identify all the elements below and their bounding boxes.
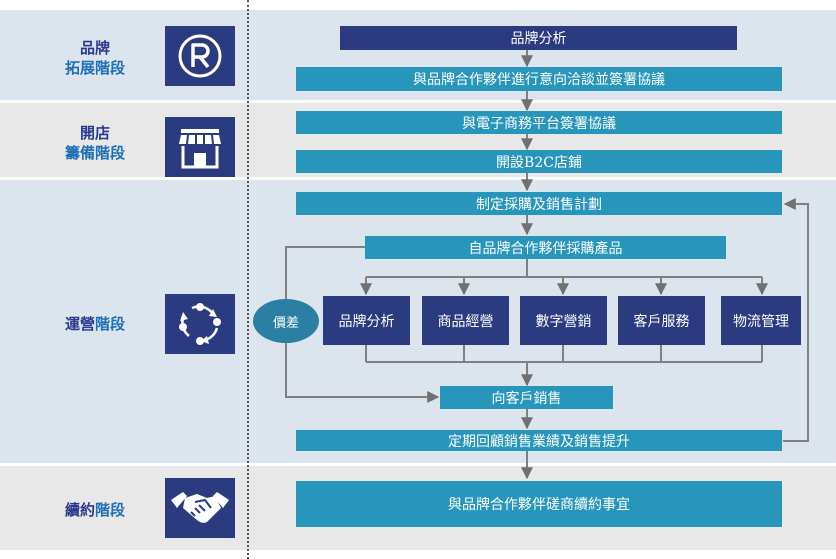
stage-label-line1: 運營 [64, 315, 95, 333]
stage-label-line2: 階段 [95, 315, 126, 333]
brand-analysis-box: 品牌分析 [340, 26, 737, 50]
stage-label-line2: 籌備階段 [64, 144, 125, 162]
negotiate-agreement-box: 與品牌合作夥伴進行意向洽談並簽署協議 [296, 67, 782, 91]
stage-label-line1: 開店 [79, 124, 110, 142]
variance-ellipse: 價差 [253, 299, 319, 343]
plan-box: 制定採購及銷售計劃 [296, 192, 782, 215]
stage-label-line2: 階段 [95, 501, 126, 519]
sell-to-customers-box: 向客戶銷售 [440, 386, 613, 409]
service-merchandising-box: 商品經營 [422, 296, 509, 345]
cycle-arrows-icon [165, 294, 235, 354]
ecommerce-agreement-box: 與電子商務平台簽署協議 [296, 111, 782, 134]
stage-store-prep: 開店 籌備階段 [0, 123, 190, 163]
stage-operation: 運營階段 [0, 314, 190, 334]
stage-label-line1: 續約 [64, 501, 95, 519]
storefront-icon [165, 117, 235, 177]
renewal-box: 與品牌合作夥伴磋商續約事宜 [296, 481, 782, 527]
stage-label-line1: 品牌 [79, 39, 110, 57]
open-store-box: 開設B2C店鋪 [296, 150, 782, 173]
service-logistics-box: 物流管理 [721, 296, 801, 345]
registered-trademark-icon [165, 26, 235, 86]
stage-renewal: 續約階段 [0, 500, 190, 520]
service-customer-service-box: 客戶服務 [618, 296, 705, 345]
stage-label-line2: 拓展階段 [64, 59, 125, 77]
stage-divider [247, 0, 249, 559]
review-sales-box: 定期回顧銷售業績及銷售提升 [296, 430, 782, 451]
stage-brand-expansion: 品牌 拓展階段 [0, 38, 190, 78]
procure-box: 自品牌合作夥伴採購產品 [365, 236, 726, 259]
handshake-icon [165, 478, 235, 538]
service-digital-marketing-box: 數字營銷 [520, 296, 607, 345]
service-brand-analysis-box: 品牌分析 [323, 296, 410, 345]
